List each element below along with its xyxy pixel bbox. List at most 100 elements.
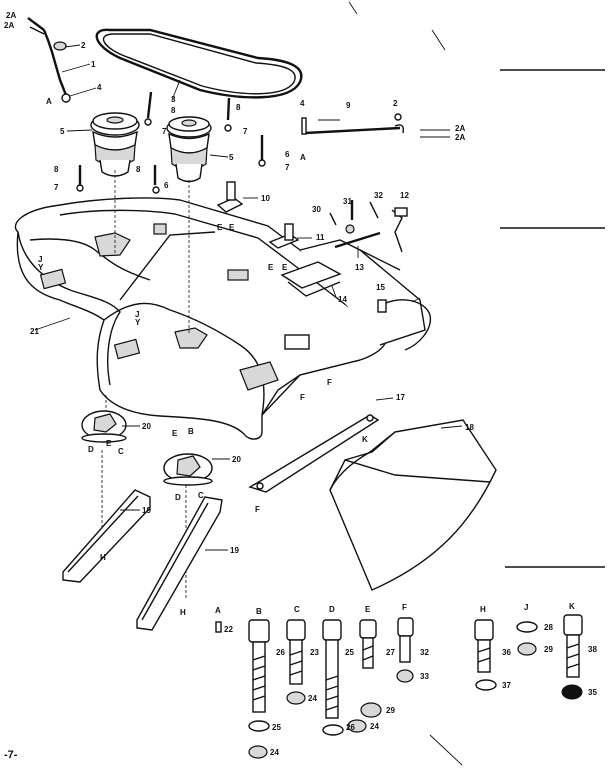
cable-clip	[377, 299, 387, 313]
letter-E: E	[365, 605, 371, 614]
washer	[76, 184, 84, 192]
rod-washer	[394, 113, 402, 121]
label-5: 5	[229, 153, 234, 162]
blade-adapter-right	[163, 453, 213, 486]
label-11: 11	[316, 233, 325, 242]
label-15: 15	[376, 283, 385, 292]
label-27: 27	[386, 648, 395, 657]
rod-bolt	[301, 117, 307, 135]
letter-J: J	[524, 603, 528, 612]
leader	[440, 425, 463, 429]
left-pulley-assembly	[90, 112, 140, 177]
letter-E: E	[172, 429, 178, 438]
letter-A: A	[215, 606, 221, 615]
label-32: 32	[374, 191, 383, 200]
letter-E: E	[229, 223, 235, 232]
letter-F: F	[402, 603, 407, 612]
letter-F: F	[327, 378, 332, 387]
label-2: 2	[81, 41, 86, 50]
bolt-B	[248, 619, 270, 713]
bracket	[227, 269, 249, 281]
bracket-14-fold	[287, 281, 341, 297]
link-rod	[304, 126, 401, 135]
label-32: 32	[420, 648, 429, 657]
bracket-10-tab	[226, 181, 236, 201]
spindle-opening	[94, 232, 131, 257]
bolt-C	[286, 619, 306, 685]
letter-B: B	[188, 427, 194, 436]
washer	[224, 124, 232, 132]
label-12: 12	[400, 191, 409, 200]
label-7: 7	[243, 127, 248, 136]
label-21: 21	[30, 327, 39, 336]
page-number: -7-	[4, 749, 18, 761]
leader	[411, 297, 421, 303]
deck-vent	[239, 361, 279, 391]
leader	[66, 129, 93, 132]
leader	[64, 44, 81, 48]
letter-Y: Y	[38, 263, 44, 272]
leader	[61, 63, 91, 73]
label-25: 25	[345, 648, 354, 657]
label-2: 2	[393, 99, 398, 108]
letter-E: E	[268, 263, 274, 272]
letter-J: J	[38, 255, 42, 264]
label-10: 10	[261, 194, 270, 203]
label-24: 24	[270, 748, 279, 757]
strut-17	[248, 414, 380, 493]
bolt-E	[359, 619, 377, 669]
cotter-pin-2	[29, 26, 45, 35]
strut-hole	[366, 414, 374, 422]
leader	[375, 397, 394, 401]
nut-24	[286, 691, 306, 705]
label-25: 25	[272, 723, 281, 732]
spacer	[53, 41, 67, 51]
letter-H: H	[180, 608, 186, 617]
bracket	[39, 268, 67, 290]
label-2a: 2A	[455, 133, 465, 142]
corner-mark	[348, 1, 358, 15]
leader	[69, 87, 97, 97]
nut-29	[517, 642, 537, 656]
label-20: 20	[232, 455, 241, 464]
letter-E: E	[106, 439, 112, 448]
label-1: 1	[91, 60, 96, 69]
letter-C: C	[118, 447, 124, 456]
link-12-block	[394, 207, 408, 217]
leader	[331, 285, 337, 298]
washer-25	[248, 720, 270, 732]
letter-K: K	[362, 435, 368, 444]
label-2a: 2A	[6, 11, 16, 20]
letter-A: A	[300, 153, 306, 162]
leader	[171, 79, 181, 101]
label-28: 28	[544, 623, 553, 632]
label-38: 38	[588, 645, 597, 654]
letter-D: D	[175, 493, 181, 502]
bolt-D	[322, 619, 342, 719]
deck-baffle	[119, 231, 216, 301]
washer-25	[322, 724, 344, 736]
label-26: 26	[276, 648, 285, 657]
label-6: 6	[285, 150, 290, 159]
label-19: 19	[230, 546, 239, 555]
blade-right-edge	[141, 502, 209, 621]
label-35: 35	[588, 688, 597, 697]
letter-A: A	[46, 97, 52, 106]
washer-30	[345, 224, 355, 234]
washer	[258, 159, 266, 167]
rod-hook	[394, 124, 405, 134]
deck-slot	[284, 334, 310, 350]
corner-mark	[431, 29, 446, 51]
chute-edge	[344, 431, 396, 461]
label-8: 8	[136, 165, 141, 174]
letter-H: H	[480, 605, 486, 614]
label-6: 6	[164, 181, 169, 190]
label-5: 5	[60, 127, 65, 136]
nut-35	[561, 684, 583, 700]
letter-J: J	[135, 310, 139, 319]
bracket-14	[280, 261, 342, 289]
bolt-F	[397, 617, 414, 663]
discharge-chute	[329, 419, 497, 591]
